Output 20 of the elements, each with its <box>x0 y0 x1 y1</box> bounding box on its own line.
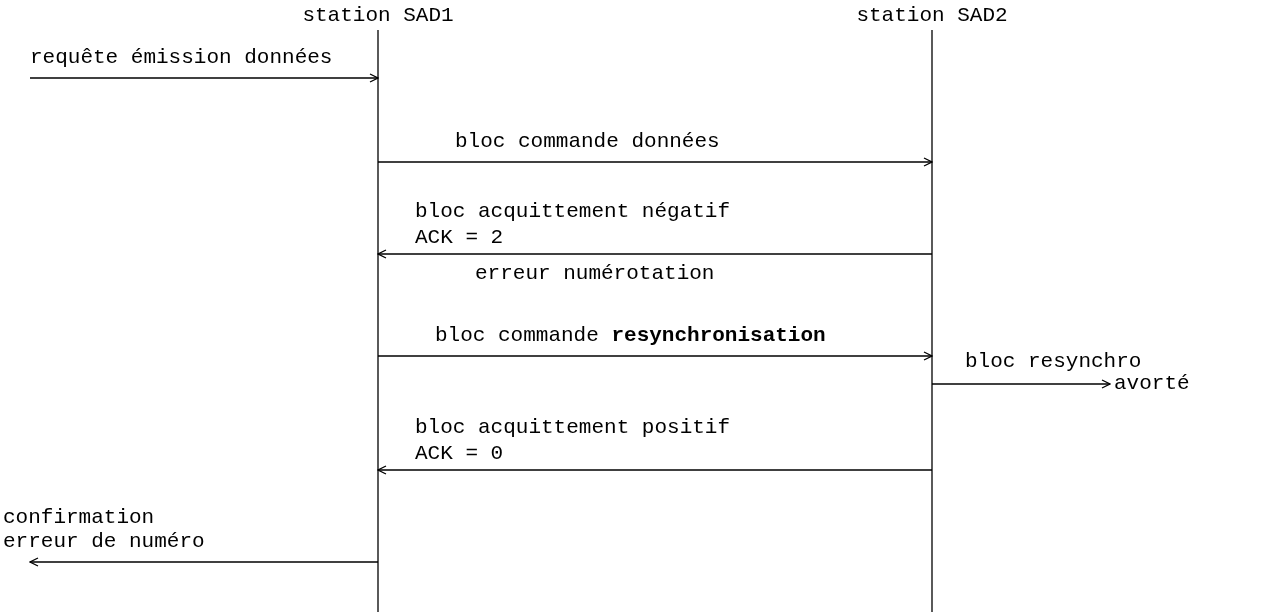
arrow <box>377 157 933 167</box>
edge-label: confirmation erreur de numéro <box>3 506 206 554</box>
edge-label: bloc commande données <box>455 130 720 154</box>
outcome-label: avorté <box>1114 372 1190 396</box>
edge-label: bloc resynchro <box>965 350 1142 374</box>
arrow <box>377 249 933 259</box>
edge-label: bloc commande resynchronisation <box>435 324 826 348</box>
edge-note: erreur numérotation <box>475 262 715 286</box>
station-label: station SAD1 <box>301 4 455 28</box>
arrow <box>29 557 379 567</box>
edge-label: bloc acquittement positif <box>415 416 731 440</box>
ack-value: ACK = 2 <box>415 226 504 250</box>
edge-label: requête émission données <box>30 46 333 70</box>
arrow <box>377 351 933 361</box>
arrow <box>931 379 1111 389</box>
ack-value: ACK = 0 <box>415 442 504 466</box>
arrow <box>377 465 933 475</box>
edge-label: bloc acquittement négatif <box>415 200 731 224</box>
station-label: station SAD2 <box>855 4 1009 28</box>
arrow <box>29 73 379 83</box>
